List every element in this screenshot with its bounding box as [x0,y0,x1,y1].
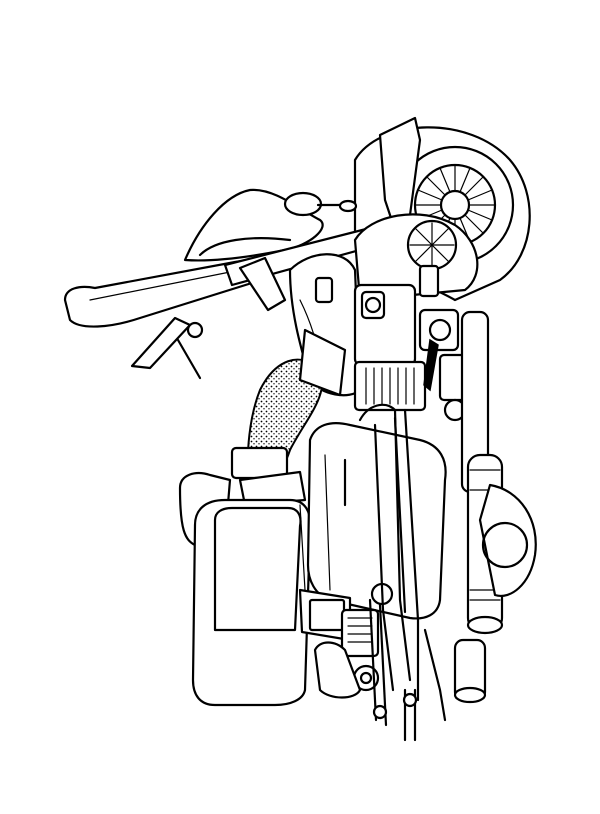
rear-wheel [478,483,537,598]
tail-light [340,582,394,692]
handlebar-assembly [63,188,380,380]
crash-bars [358,403,447,742]
side-panel [298,422,447,642]
saddlebag [191,498,312,707]
headlight-ring [353,213,479,302]
lower-fairing [299,504,362,699]
engine [353,283,472,422]
